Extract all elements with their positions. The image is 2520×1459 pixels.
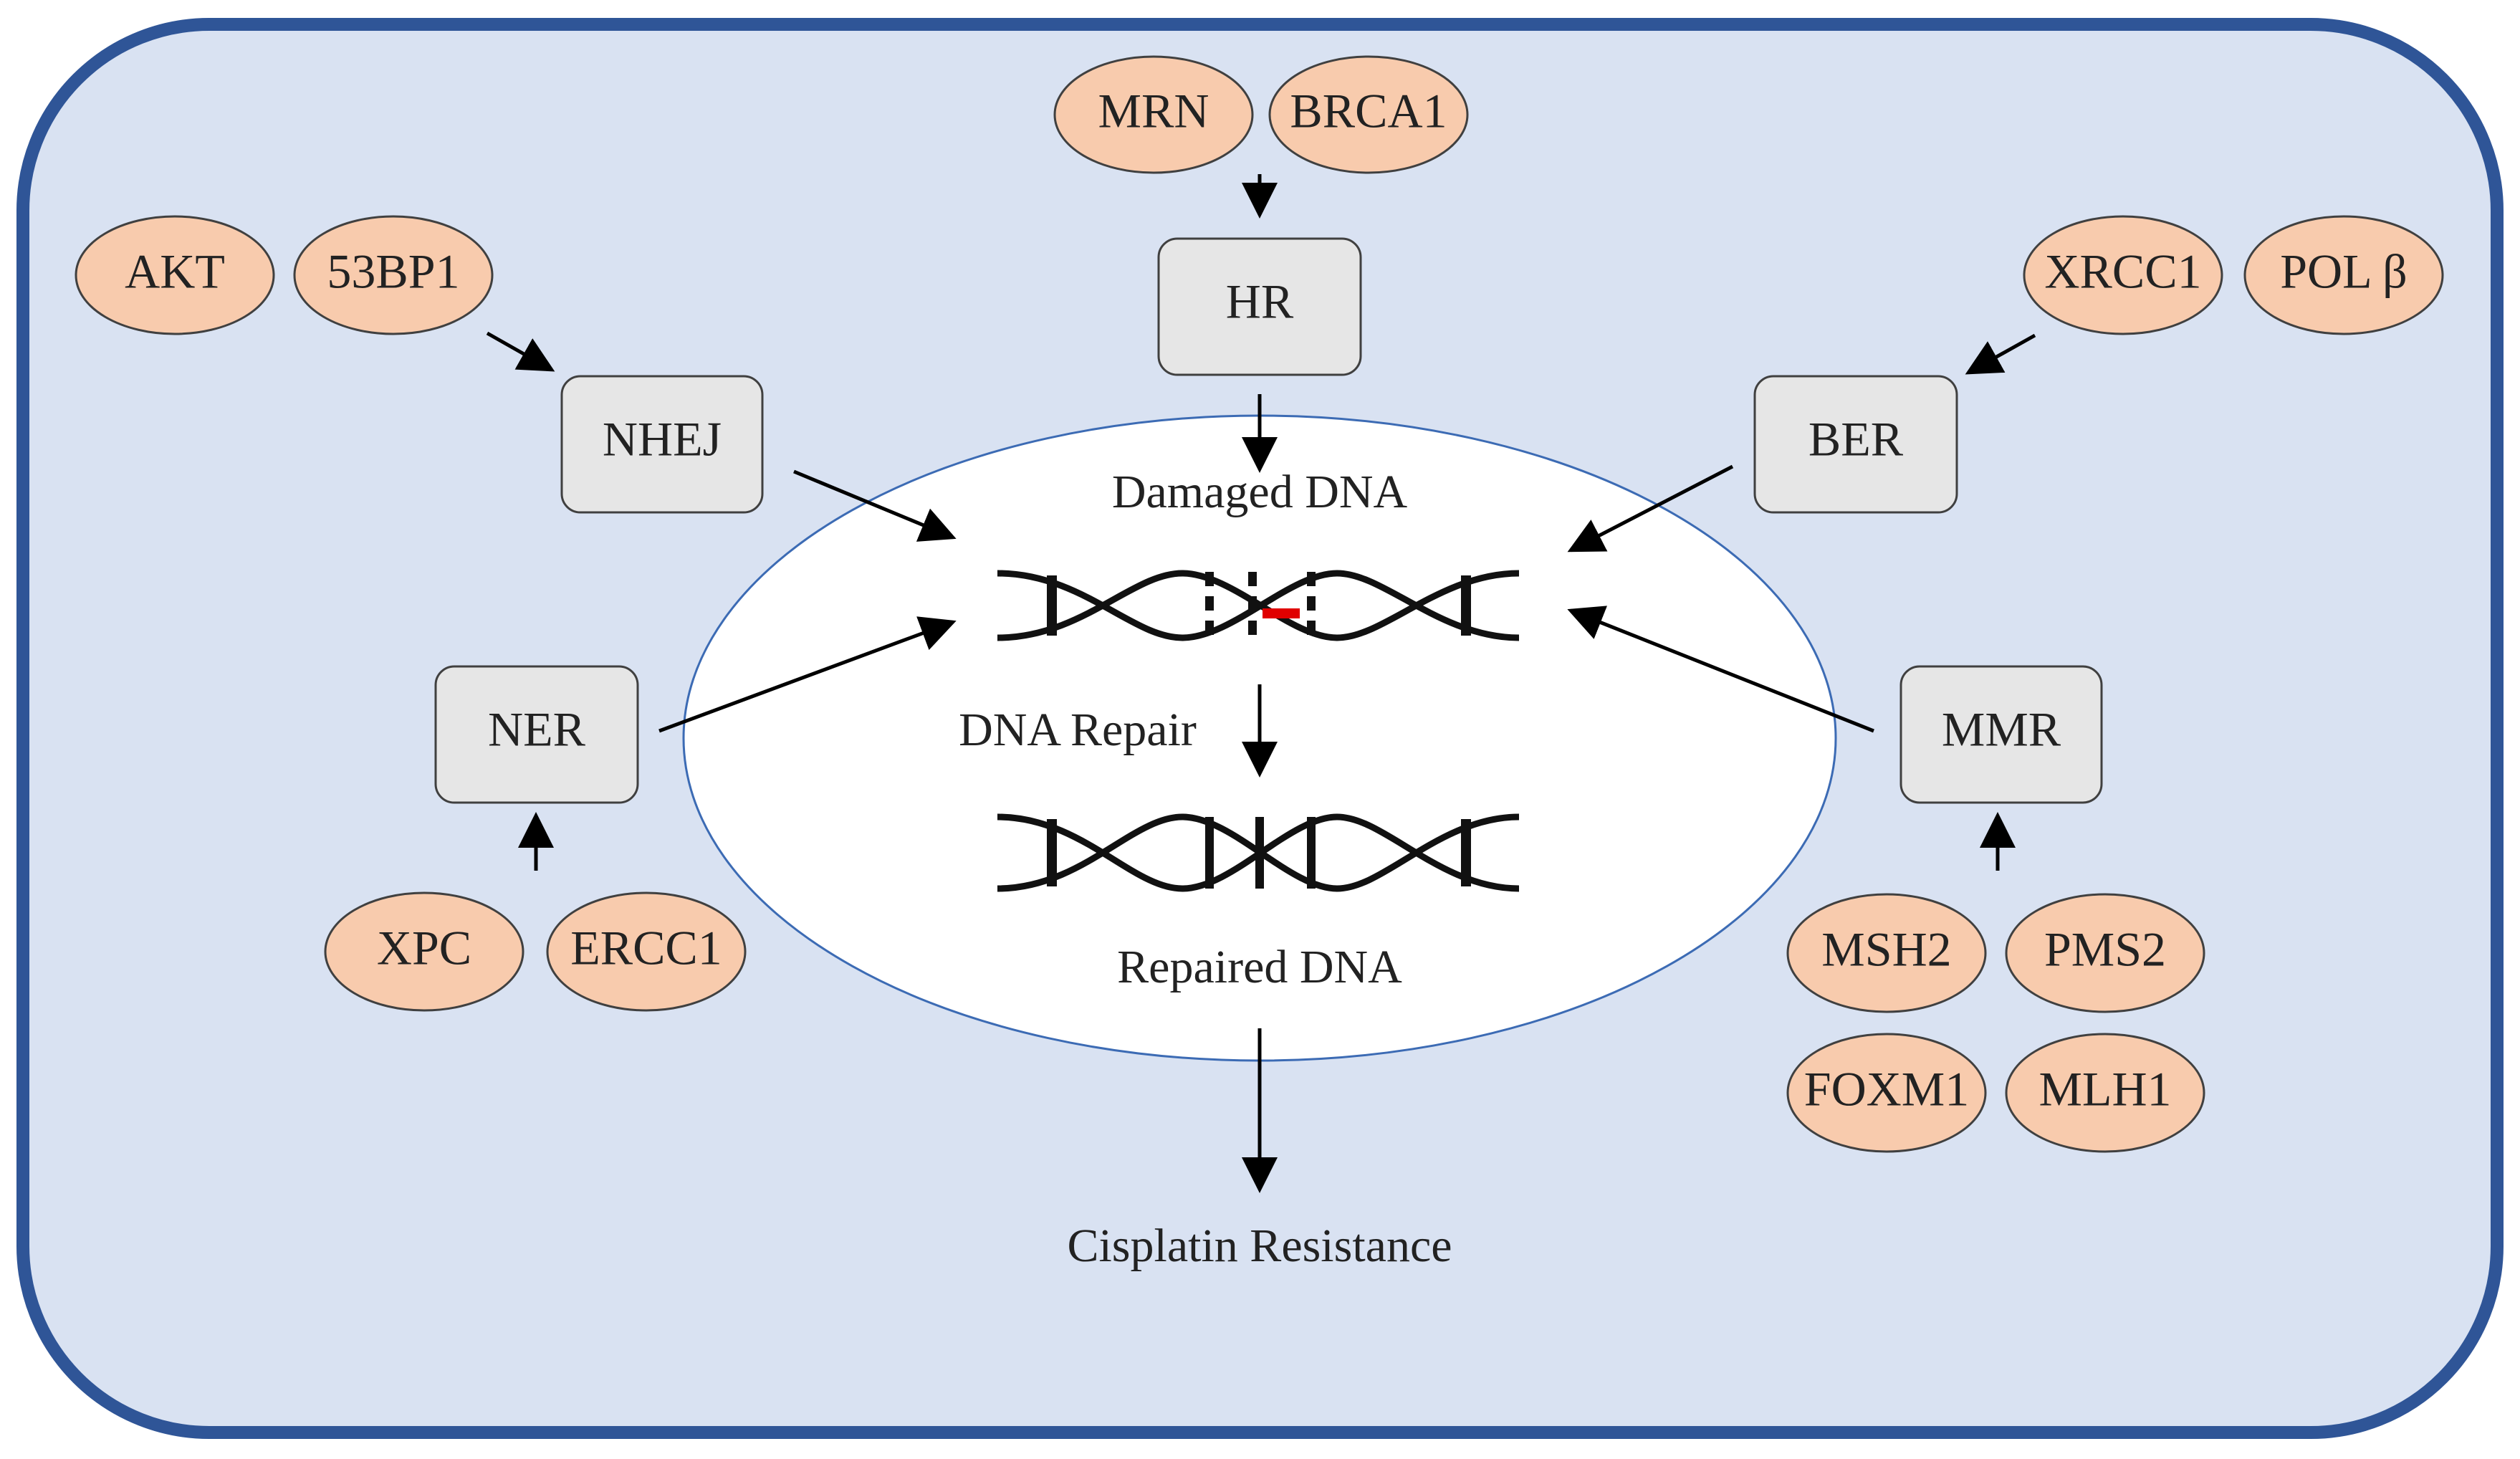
- protein-mrn-label: MRN: [1098, 84, 1209, 138]
- dna-lesion: [1263, 608, 1300, 618]
- protein-akt-label: AKT: [125, 244, 225, 299]
- protein-53bp1-label: 53BP1: [327, 244, 459, 299]
- pathway-nhej-label: NHEJ: [603, 412, 722, 467]
- pathway-ber-label: BER: [1808, 412, 1904, 467]
- arrow-ber-to-dna: [1567, 464, 1734, 552]
- protein-pol-beta-label: POL β: [2280, 244, 2408, 299]
- arrow-xrcc1-to-ber: [1965, 333, 2036, 375]
- pathway-mmr-label: MMR: [1942, 702, 2061, 757]
- protein-xrcc1: XRCC1: [2023, 215, 2223, 335]
- damaged-dna-label: Damaged DNA: [1112, 466, 1408, 518]
- cisplatin-resistance-label: Cisplatin Resistance: [1067, 1220, 1452, 1272]
- damaged-dna-helix: [997, 570, 1520, 641]
- protein-ercc1: ERCC1: [546, 891, 747, 1012]
- arrow-mmr-to-dna: [1567, 606, 1874, 733]
- protein-53bp1: 53BP1: [293, 215, 494, 335]
- pathway-mmr: MMR: [1899, 665, 2103, 804]
- repaired-dna-helix: [997, 813, 1520, 892]
- pathway-ner-label: NER: [488, 702, 586, 757]
- protein-foxm1: FOXM1: [1786, 1033, 1987, 1153]
- arrow-nhej-to-dna: [793, 469, 957, 542]
- protein-msh2-label: MSH2: [1821, 922, 1951, 977]
- protein-mrn: MRN: [1053, 55, 1254, 174]
- pathway-nhej: NHEJ: [560, 375, 764, 514]
- pathway-ner: NER: [434, 665, 639, 804]
- protein-xrcc1-label: XRCC1: [2044, 244, 2201, 299]
- dna-repair-label: DNA Repair: [959, 704, 1197, 756]
- arrow-ner-to-dna: [658, 616, 957, 733]
- protein-msh2: MSH2: [1786, 893, 1987, 1013]
- protein-pms2: PMS2: [2005, 893, 2205, 1013]
- protein-ercc1-label: ERCC1: [570, 921, 722, 975]
- arrow-53bp1-to-nhej: [486, 331, 555, 372]
- protein-pol-beta: POL β: [2243, 215, 2444, 335]
- protein-foxm1-label: FOXM1: [1804, 1062, 1970, 1116]
- pathway-hr-label: HR: [1226, 274, 1294, 329]
- protein-brca1: BRCA1: [1268, 55, 1469, 174]
- protein-akt: AKT: [75, 215, 275, 335]
- repaired-dna-label: Repaired DNA: [1117, 941, 1402, 993]
- protein-mlh1: MLH1: [2005, 1033, 2205, 1153]
- protein-xpc: XPC: [324, 891, 524, 1012]
- protein-brca1-label: BRCA1: [1290, 84, 1447, 138]
- protein-xpc-label: XPC: [377, 921, 471, 975]
- protein-mlh1-label: MLH1: [2038, 1062, 2171, 1116]
- pathway-ber: BER: [1753, 375, 1958, 514]
- protein-pms2-label: PMS2: [2044, 922, 2166, 977]
- arrows: [486, 174, 2036, 1193]
- pathway-hr: HR: [1157, 237, 1362, 376]
